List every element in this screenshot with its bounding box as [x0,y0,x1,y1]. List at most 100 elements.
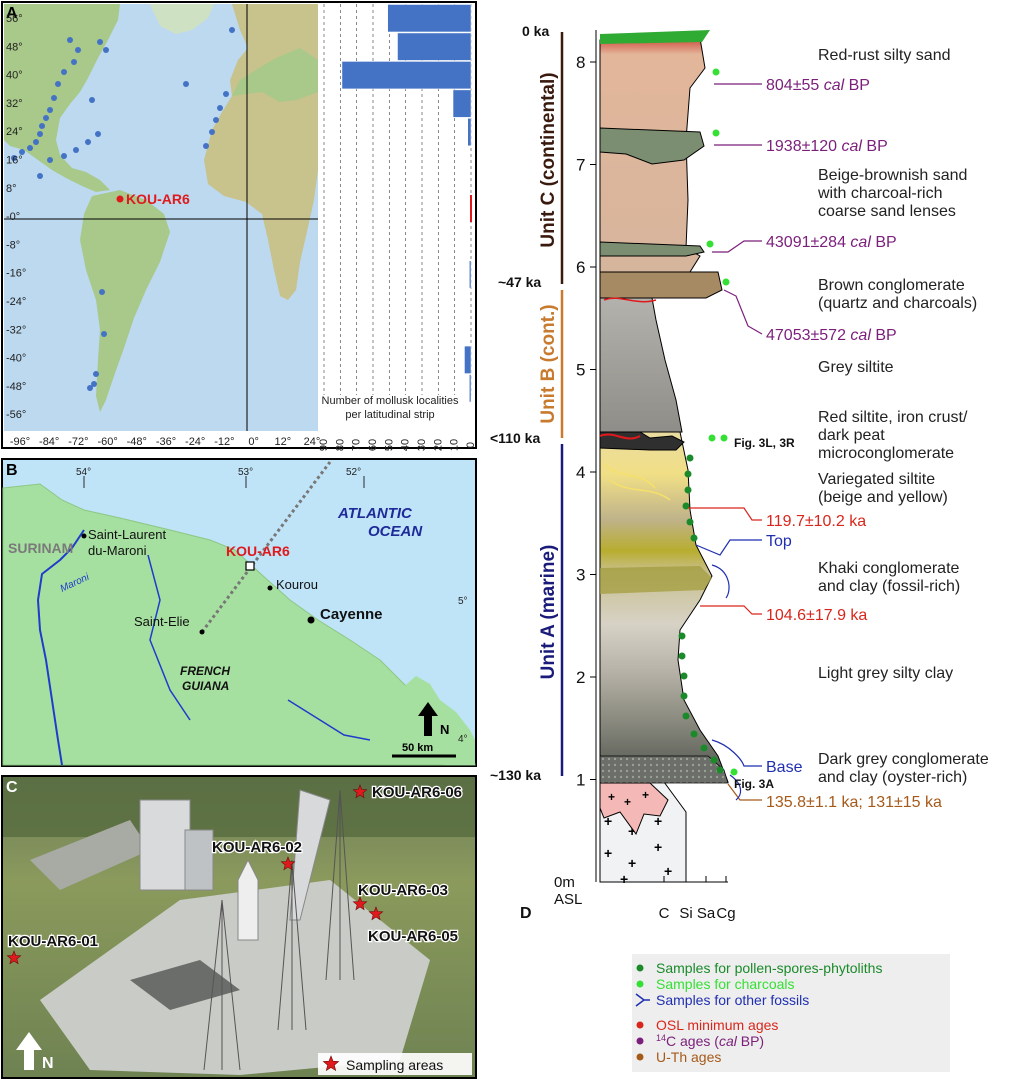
legend-fossil-icon [635,993,650,1007]
brown-base-line [603,297,657,303]
svg-text:+: + [642,788,649,802]
mollusk-dot [61,153,67,159]
uth-crosses: +++ [608,788,649,809]
longitude-labels: -96°-84°-72°-60°-48°-36°-24°-12°0°12°24° [10,436,320,448]
kourou-dot [267,585,273,591]
c14-age: 43091±284 cal BP [766,234,897,251]
axis-base-label-1: 0m [554,874,575,891]
charcoal-sample [712,129,720,137]
legend-pollen: Samples for pollen-spores-phytoliths [656,960,882,976]
legend-osl-dot [636,1021,644,1029]
age-mark-0ka: 0 ka [522,23,549,39]
lat-label: 48° [6,41,23,53]
lon-label: 12° [274,436,291,448]
mollusk-dot [209,129,215,135]
sampling-legend: Sampling areas [318,1053,472,1075]
hist-bar [341,61,472,90]
panel-b-french-guiana-map: 54° 53° 52° 5° 4° B KOU-AR6 SURINAM Sain… [1,458,477,767]
lon-label: -84° [39,436,59,448]
layer-description: coarse sand lenses [818,203,956,220]
age-mark-110ka: <110 ka [490,430,540,446]
unit-c-label: Unit C (continental) [538,72,559,247]
svg-text:+: + [664,863,672,879]
grain-label: Sa [697,905,716,922]
mollusk-dot [71,59,77,65]
legend-pollen-dot [636,964,644,972]
grey-siltite-layer [599,297,683,433]
lon-label: -96° [10,436,30,448]
unit-b-label: Unit B (cont.) [538,304,559,423]
charcoal-sample [712,68,720,76]
mollusk-dot [89,97,95,103]
sampling-legend-box [318,1053,472,1075]
legend-c14-dot [636,1037,644,1045]
mollusk-dot [91,381,97,387]
pollen-sample [680,672,688,680]
mollusk-dot [37,131,43,137]
pollen-sample [680,692,688,700]
pollen-sample [716,766,724,774]
layer-description: with charcoal-rich [817,185,942,202]
lat-label: 40° [6,70,23,82]
lon-label: -72° [68,436,88,448]
mollusk-dot [33,139,39,145]
svg-text:+: + [628,823,636,839]
basement-crosses: +++ +++ ++ [604,813,672,887]
site-star-icon [352,896,368,911]
lon-label: -12° [214,436,234,448]
hist-bar [452,89,472,118]
charcoal-lens-1 [599,127,705,165]
mollusk-dot [47,157,53,163]
greenland [150,4,214,34]
mollusk-dot [85,139,91,145]
histogram-title-1: Number of mollusk localities [322,395,459,407]
grain-label: C [659,905,670,922]
mollusk-dot [19,149,25,155]
mollusk-dot [51,95,57,101]
site-label: KOU-AR6-06 [372,784,462,801]
mollusk-dot [203,143,209,149]
layer-description: and clay (fossil-rich) [818,578,960,595]
pollen-sample [678,652,686,660]
layer-description: microconglomerate [818,445,954,462]
lon-label: -48° [127,436,147,448]
charcoal-sample [730,768,738,776]
layer-description: Khaki conglomerate [818,560,960,577]
site-label: KOU-AR6-03 [358,882,448,899]
latitude-histogram: Number of mollusk localities per latitud… [318,4,477,451]
svg-text:+: + [620,871,628,887]
histogram-grid [323,4,472,395]
fig-ref-2: Fig. 3A [734,777,774,791]
hist-tick: 30 [416,439,428,451]
pollen-sample [684,470,692,478]
layer-description: Red siltite, iron crust/ [818,409,968,426]
layer-description: Red-rust silty sand [818,47,951,64]
sampling-legend-label: Sampling areas [346,1057,443,1073]
mollusk-dot [37,173,43,179]
mollusk-dot [73,147,79,153]
rocket [237,858,259,941]
depth-label: 6 [576,258,585,277]
charcoal-sample [708,434,716,442]
site-label-b: KOU-AR6 [226,543,290,559]
lon-label-52: 52° [346,467,361,478]
red-siltite-line [599,433,641,440]
surinam-label: SURINAM [8,540,73,556]
hist-tick: 60 [367,439,379,451]
lat-label: 32° [6,98,23,110]
histogram-bars [341,4,472,403]
svg-text:+: + [624,795,631,809]
lon-label: 0° [248,436,259,448]
pollen-sample [686,518,694,526]
mollusk-dot [93,371,99,377]
lon-label: 24° [304,436,321,448]
mollusk-dot [67,37,73,43]
charcoal-lens-2 [599,241,705,257]
c14-age: 804±55 cal BP [766,77,870,94]
mollusk-dot [101,331,107,337]
mollusk-dot [103,47,109,53]
assembly-building-side [184,829,214,891]
depth-label: 1 [576,771,585,790]
hist-tick: 0 [465,442,477,448]
